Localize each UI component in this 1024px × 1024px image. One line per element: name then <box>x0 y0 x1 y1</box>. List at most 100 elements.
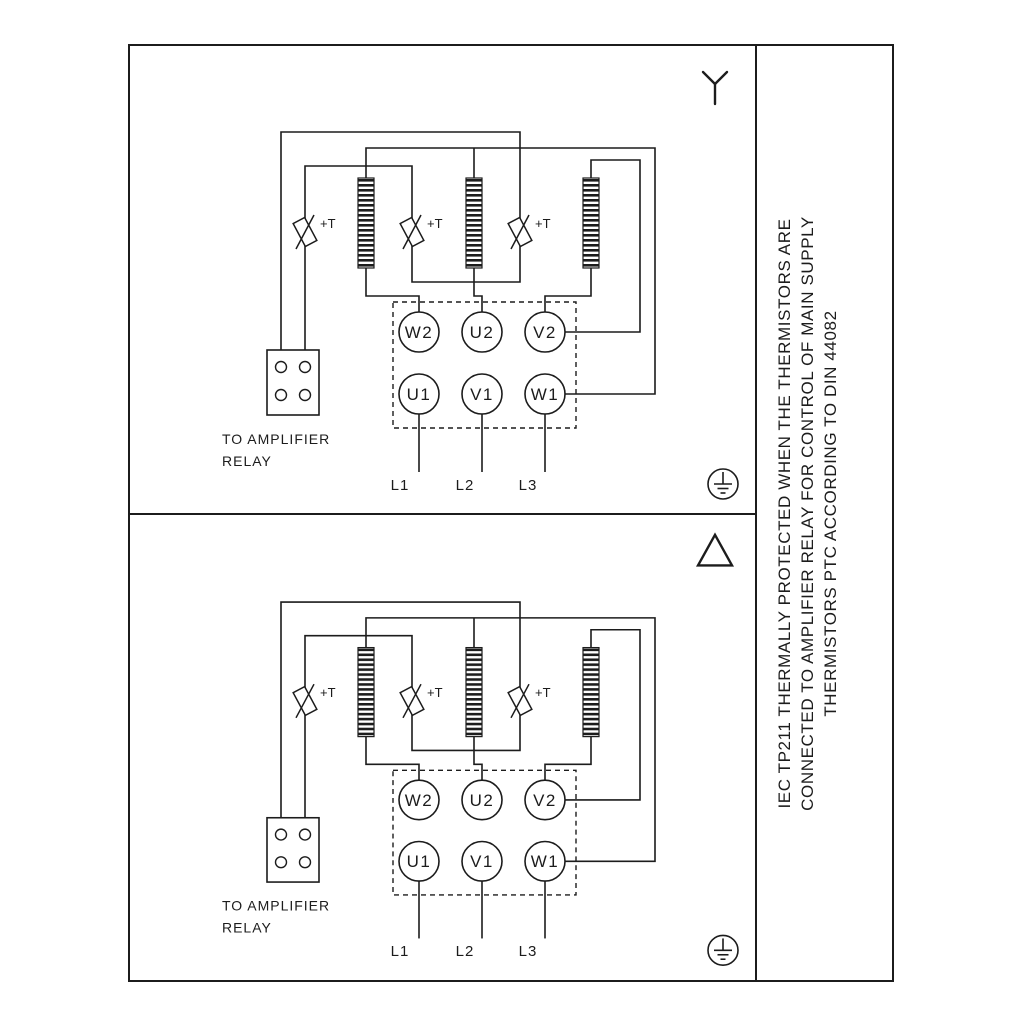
terminal-board-outline <box>392 769 577 896</box>
terminal-w1-label: W1 <box>531 852 559 871</box>
terminal-v1-label: V1 <box>470 852 494 871</box>
wire-winding3-to-v2 <box>544 268 592 312</box>
terminal-u2 <box>461 311 503 353</box>
terminal-v2-label: V2 <box>533 323 557 342</box>
terminal-circles: W2 U2 V2 U1 V1 W1 <box>398 311 566 415</box>
side-note-text: IEC TP211 THERMALLY PROTECTED WHEN THE T… <box>773 216 842 811</box>
terminal-w2-label: W2 <box>405 323 434 342</box>
terminal-w2 <box>398 779 440 821</box>
relay-pin <box>298 856 312 869</box>
mains-label-l3: L3 <box>519 477 538 494</box>
wye-symbol <box>701 70 729 106</box>
relay-pin <box>298 360 312 374</box>
terminal-v2 <box>524 311 566 353</box>
terminal-u1 <box>398 373 440 415</box>
motor-winding-2 <box>465 646 483 738</box>
terminal-w1 <box>524 840 566 882</box>
terminal-w1 <box>524 373 566 415</box>
relay-connector <box>266 816 320 883</box>
relay-pin <box>274 856 288 869</box>
wire-thermistor3-to-thermistor2 <box>411 244 521 283</box>
terminal-w2-label: W2 <box>405 791 433 810</box>
mains-label-l2: L2 <box>456 477 475 494</box>
terminal-w2 <box>398 311 440 353</box>
wire-winding1-loop <box>365 617 656 863</box>
motor-winding-3 <box>582 646 600 738</box>
terminal-w1-label: W1 <box>531 385 560 404</box>
relay-pin <box>298 388 312 402</box>
motor-winding-3 <box>582 177 600 269</box>
wire-relay-to-thermistor3 <box>280 601 521 818</box>
relay-connector-box <box>266 816 320 883</box>
relay-caption-line2: RELAY <box>222 453 272 469</box>
thermistor-2-label: +T <box>427 216 443 231</box>
motor-windings <box>357 646 600 738</box>
motor-winding-1 <box>357 646 375 738</box>
terminal-u1-label: U1 <box>407 385 432 404</box>
mains-label-l1: L1 <box>391 943 410 960</box>
wire-winding3-loop <box>565 159 641 333</box>
motor-winding-1 <box>357 177 375 269</box>
thermistor-2 <box>399 683 425 719</box>
terminal-u2 <box>461 779 503 821</box>
terminal-u2-label: U2 <box>470 791 495 810</box>
side-note-panel: IEC TP211 THERMALLY PROTECTED WHEN THE T… <box>757 44 894 982</box>
thermistor-2 <box>399 214 425 250</box>
relay-caption-line1: TO AMPLIFIER <box>222 431 330 447</box>
wire-winding3-loop <box>565 628 641 801</box>
relay-caption-line2: RELAY <box>222 920 272 936</box>
thermistor-3 <box>507 683 533 719</box>
terminal-board-outline <box>392 301 577 429</box>
motor-windings <box>357 177 600 269</box>
relay-pin <box>298 828 312 841</box>
thermistor-3 <box>507 214 533 250</box>
wire-thermistor3-to-thermistor2 <box>411 712 521 752</box>
side-note-line-3: THERMISTORS PTC ACCORDING TO DIN 44082 <box>821 309 841 717</box>
wire-winding3-to-v2 <box>544 736 592 781</box>
earth-ground-icon <box>707 468 739 500</box>
wire-winding1-loop <box>365 147 656 395</box>
thermistor-1 <box>292 683 318 719</box>
terminal-v2 <box>524 779 566 821</box>
motor-winding-2 <box>465 177 483 269</box>
terminal-v1 <box>461 373 503 415</box>
delta-symbol <box>695 532 735 567</box>
mains-label-l3: L3 <box>519 943 538 960</box>
wire-winding1-to-w2 <box>365 268 420 312</box>
relay-pin <box>274 388 288 402</box>
relay-caption-line1: TO AMPLIFIER <box>222 898 330 914</box>
wiring-panel-delta: +T +T +T W2 U2 V2 U1 V1 W <box>222 532 739 966</box>
thermistors: +T +T +T <box>292 683 551 719</box>
earth-ground-icon <box>707 934 739 966</box>
wire-winding2-to-u2 <box>473 736 483 781</box>
thermistor-1 <box>292 214 318 250</box>
terminal-v1-label: V1 <box>470 385 494 404</box>
side-note-line-1: IEC TP211 THERMALLY PROTECTED WHEN THE T… <box>775 217 795 809</box>
mains-label-l1: L1 <box>391 477 410 494</box>
side-note-line-2: CONNECTED TO AMPLIFIER RELAY FOR CONTROL… <box>798 215 818 811</box>
wire-winding1-to-w2 <box>365 736 420 781</box>
relay-pin <box>274 828 288 841</box>
terminal-v2-label: V2 <box>533 791 557 810</box>
wire-relay-to-thermistor3 <box>280 131 521 350</box>
wire-thermistor2-to-thermistor1 <box>304 634 413 690</box>
relay-connector-box <box>266 349 320 416</box>
terminal-v1 <box>461 840 503 882</box>
thermistor-3-label: +T <box>535 216 551 231</box>
terminal-u1-label: U1 <box>407 852 432 871</box>
wire-thermistor2-to-thermistor1 <box>304 165 413 220</box>
terminal-u2-label: U2 <box>470 323 495 342</box>
terminal-u1 <box>398 840 440 882</box>
wires <box>280 131 656 472</box>
wire-winding2-to-u2 <box>473 268 483 312</box>
thermistors: +T +T +T <box>292 214 551 250</box>
thermistor-1-label: +T <box>320 216 336 231</box>
wires <box>280 601 656 939</box>
terminal-circles: W2 U2 V2 U1 V1 W1 <box>398 779 566 882</box>
mains-label-l2: L2 <box>456 943 475 960</box>
thermistor-2-label: +T <box>427 685 443 700</box>
thermistor-1-label: +T <box>320 685 336 700</box>
wiring-panel-star: +T +T +T W2 U2 V2 U1 V1 W <box>222 70 739 500</box>
panel-divider-line <box>128 513 757 515</box>
